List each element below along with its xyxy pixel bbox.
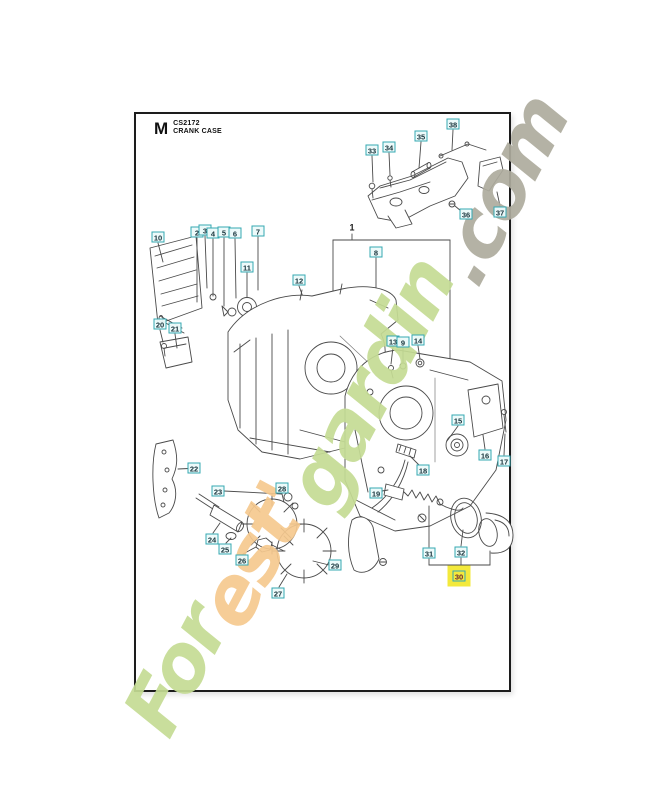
part-label-34[interactable]: 34 (382, 141, 396, 153)
part-label-31[interactable]: 31 (422, 547, 436, 559)
part-label-33[interactable]: 33 (365, 144, 379, 156)
part-label-6[interactable]: 6 (228, 227, 242, 239)
part-label-26[interactable]: 26 (235, 554, 249, 566)
part-label-23[interactable]: 23 (211, 485, 225, 497)
part-label-22[interactable]: 22 (187, 462, 201, 474)
part-label-19[interactable]: 19 (369, 487, 383, 499)
part-label-27[interactable]: 27 (271, 587, 285, 599)
part-label-38[interactable]: 38 (446, 118, 460, 130)
part-label-1: 1 (349, 222, 355, 233)
section-letter: M (154, 119, 169, 138)
part-label-30[interactable]: 30 (452, 570, 466, 582)
part-label-10[interactable]: 10 (151, 231, 165, 243)
part-label-35[interactable]: 35 (414, 130, 428, 142)
page-title: CRANK CASE (173, 128, 222, 135)
part-label-18[interactable]: 18 (416, 464, 430, 476)
part-label-21[interactable]: 21 (168, 322, 182, 334)
part-label-36[interactable]: 36 (459, 208, 473, 220)
part-label-9[interactable]: 9 (396, 336, 410, 348)
part-label-29[interactable]: 29 (328, 559, 342, 571)
part-label-32[interactable]: 32 (454, 546, 468, 558)
part-label-25[interactable]: 25 (218, 543, 232, 555)
part-label-28[interactable]: 28 (275, 482, 289, 494)
part-label-24[interactable]: 24 (205, 533, 219, 545)
part-label-15[interactable]: 15 (451, 414, 465, 426)
page-header: M CS2172 CRANK CASE (154, 120, 222, 137)
part-label-37[interactable]: 37 (493, 206, 507, 218)
part-label-14[interactable]: 14 (411, 334, 425, 346)
part-label-16[interactable]: 16 (478, 449, 492, 461)
part-label-11[interactable]: 11 (240, 261, 254, 273)
model-code: CS2172 (173, 120, 200, 127)
part-label-8[interactable]: 8 (369, 246, 383, 258)
part-label-12[interactable]: 12 (292, 274, 306, 286)
part-label-17[interactable]: 17 (497, 455, 511, 467)
part-label-20[interactable]: 20 (153, 318, 167, 330)
part-label-7[interactable]: 7 (251, 225, 265, 237)
